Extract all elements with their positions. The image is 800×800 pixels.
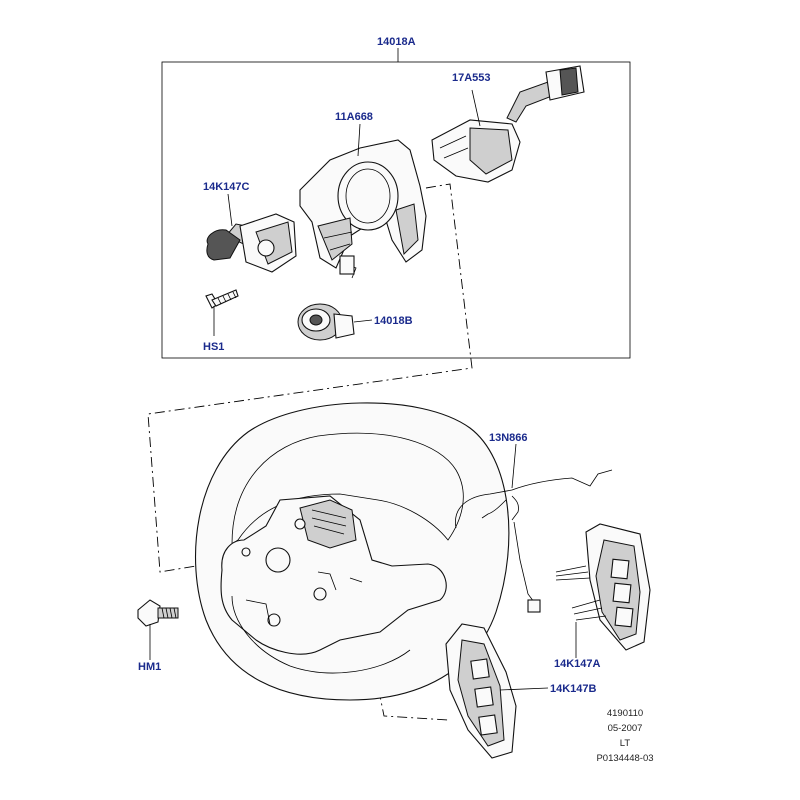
harness-part[interactable] <box>455 469 613 613</box>
label-14018A: 14018A <box>377 36 416 48</box>
leader-lines <box>149 89 577 691</box>
screw-part[interactable] <box>205 289 239 309</box>
connection-lines <box>147 183 473 721</box>
label-14K147A: 14K147A <box>554 658 601 670</box>
bolt-part[interactable] <box>137 599 179 627</box>
label-13N866: 13N866 <box>489 432 528 444</box>
clockspring-part[interactable] <box>297 303 355 341</box>
reference-illustration-id: P0134448-03 <box>596 753 653 764</box>
reference-code: 4190110 <box>607 708 643 719</box>
reference-region: LT <box>620 738 631 749</box>
reference-date: 05-2007 <box>608 723 643 734</box>
diagram-reference: 4190110 05-2007 LT P0134448-03 <box>596 708 653 764</box>
switch-pack-right-part[interactable] <box>555 523 651 651</box>
switch-pack-left-part[interactable] <box>445 623 517 759</box>
steering-wheel-part[interactable] <box>195 402 510 701</box>
label-14K147C: 14K147C <box>203 181 250 193</box>
label-14K147B: 14K147B <box>550 683 597 695</box>
label-11A668: 11A668 <box>335 111 373 123</box>
wiper-switch-part[interactable] <box>431 65 585 183</box>
label-17A553: 17A553 <box>452 72 491 84</box>
assembly-frame <box>161 48 631 359</box>
clockspring-housing-part[interactable] <box>299 139 427 279</box>
indicator-switch-part[interactable] <box>206 213 297 273</box>
label-HM1: HM1 <box>138 661 161 673</box>
label-14018B: 14018B <box>374 315 413 327</box>
label-HS1: HS1 <box>203 341 224 353</box>
